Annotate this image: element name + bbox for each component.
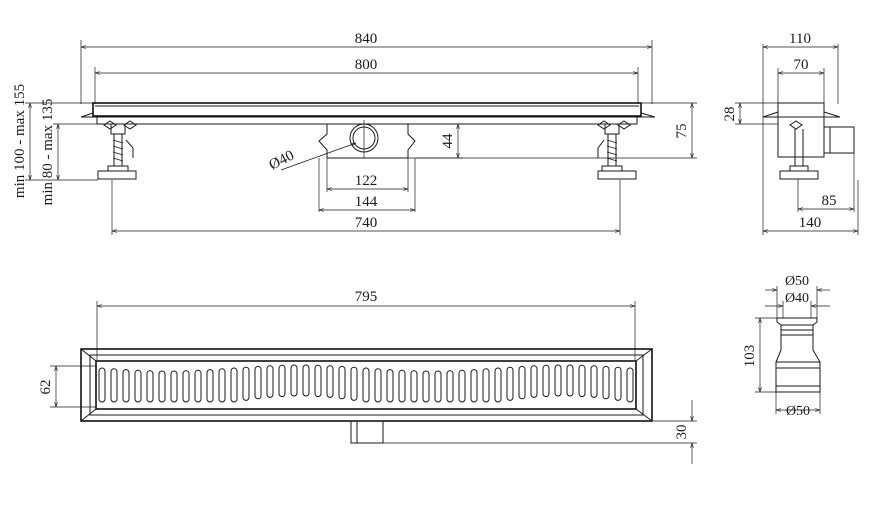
dim-outlet-outer: 144 <box>355 194 378 210</box>
grate-slot <box>374 368 382 403</box>
dim-height-range-1: min 100 - max 155 <box>12 84 28 198</box>
outlet-detail: Ø50 Ø40 103 Ø50 <box>742 274 830 419</box>
side-channel <box>777 116 825 158</box>
grate-slot <box>590 365 598 398</box>
right-adjustable-foot <box>597 120 637 180</box>
grate-slot <box>266 365 274 398</box>
dim-foot-spacing: 740 <box>355 215 378 231</box>
grate-slot <box>206 369 214 403</box>
grate-slot <box>278 364 286 398</box>
grate-slot <box>254 365 262 400</box>
grate-slot <box>158 370 166 403</box>
dim-body-height: 75 <box>674 124 690 139</box>
grate-slot <box>434 370 442 403</box>
dim-outlet-detail-height: 103 <box>742 345 758 368</box>
grate-slot <box>314 364 322 398</box>
grate-slot <box>302 364 310 397</box>
grate-slot <box>194 369 202 403</box>
dim-grate-length: 800 <box>355 57 378 73</box>
grate-slot <box>578 364 586 398</box>
dim-total-width: 110 <box>789 31 811 47</box>
grate-slot <box>554 364 562 397</box>
grate-slot <box>566 364 574 397</box>
dim-outlet-bottom-outer: Ø50 <box>786 404 810 419</box>
grate-slot <box>602 365 610 400</box>
channel-body <box>96 116 638 125</box>
dim-foot-width: 140 <box>799 215 822 231</box>
grate-slot <box>362 367 370 403</box>
grate-slot <box>530 365 538 398</box>
dim-outlet-inner: 122 <box>355 173 378 189</box>
front-view: 840 800 <box>12 31 697 235</box>
side-outlet <box>823 126 855 154</box>
grate-slot <box>134 369 142 403</box>
grate-slot <box>122 369 130 403</box>
grate-slot <box>422 370 430 403</box>
top-outlet <box>350 420 384 444</box>
dim-outlet-inner: Ø40 <box>785 291 809 306</box>
dim-top-grate-length: 795 <box>355 289 378 305</box>
dim-outlet-top-outer: Ø50 <box>785 274 809 289</box>
side-view: 110 70 28 85 140 <box>722 31 859 235</box>
dim-flange-height: 28 <box>722 107 738 122</box>
grate-slot <box>398 369 406 403</box>
grate-slot <box>626 367 634 403</box>
grate-slot <box>98 367 106 403</box>
grate-slot <box>230 367 238 403</box>
left-adjustable-foot <box>97 120 137 180</box>
grate-slot <box>242 366 250 401</box>
grate-slot <box>350 366 358 401</box>
grate-slot <box>170 370 178 403</box>
grate-slot <box>470 369 478 403</box>
grate-slot <box>182 370 190 403</box>
dim-top-outlet-length: 30 <box>674 425 690 440</box>
grate-slot <box>218 368 226 403</box>
top-grate <box>95 360 637 410</box>
grate-slot <box>458 369 466 403</box>
grate-slot <box>518 365 526 400</box>
grate-slot <box>338 365 346 400</box>
grate-slot <box>446 370 454 403</box>
dim-outlet-offset: 85 <box>822 193 837 209</box>
dim-top-grate-width: 62 <box>38 380 54 395</box>
grate-slot <box>110 368 118 403</box>
grate-slot <box>494 367 502 403</box>
dim-outlet-height: 44 <box>440 133 456 149</box>
top-view: 795 62 30 <box>38 289 697 464</box>
top-frame <box>80 348 653 422</box>
grate-slot <box>506 366 514 401</box>
dim-channel-width: 70 <box>794 57 809 73</box>
outlet-pipe <box>318 120 416 159</box>
grate-slot <box>542 364 550 398</box>
grate-slot <box>482 368 490 403</box>
dim-height-range-2: min 80 - max 135 <box>40 99 56 206</box>
grate-slots <box>98 364 634 403</box>
grate-slot <box>410 370 418 403</box>
grate-frame <box>92 102 642 117</box>
grate-slot <box>326 365 334 398</box>
outlet-body <box>775 317 821 393</box>
grate-slot <box>146 370 154 403</box>
grate-slot <box>290 364 298 397</box>
grate-slot <box>386 369 394 403</box>
dim-overall-length: 840 <box>355 31 378 47</box>
side-grate <box>777 102 825 118</box>
grate-slot <box>614 366 622 401</box>
